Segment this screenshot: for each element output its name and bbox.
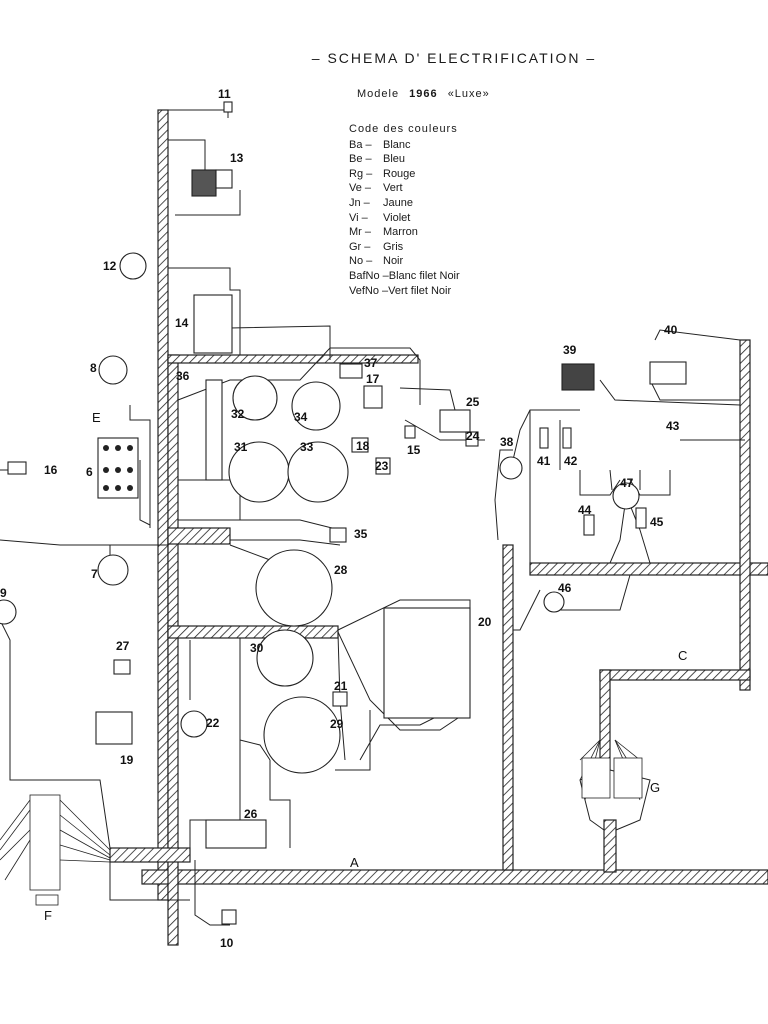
color-code-row: No – Noir [349, 254, 460, 269]
battery-cells [103, 445, 133, 491]
model-year: 1966 [409, 88, 438, 100]
color-code-abbr: Mr – [349, 226, 371, 239]
component-number-10: 10 [220, 936, 234, 950]
color-code-name: Vert filet Noir [388, 284, 452, 297]
component-number-8: 8 [90, 361, 97, 375]
harness-letter-C: C [678, 648, 687, 663]
component-boxes [7, 101, 687, 925]
component-number-23: 23 [375, 459, 389, 473]
harness-letter-A: A [350, 855, 359, 870]
color-code-row: VefNo –Vert filet Noir [349, 284, 460, 299]
component-number-26: 26 [244, 807, 258, 821]
component-number-6: 6 [86, 465, 93, 479]
connector-fan-G [579, 739, 643, 801]
component-number-17: 17 [366, 372, 380, 386]
schematic-title: – SCHEMA D' ELECTRIFICATION – [311, 50, 597, 66]
component-number-20: 20 [478, 615, 492, 629]
component-number-21: 21 [334, 679, 348, 693]
color-code-row: Gr – Gris [349, 240, 460, 255]
color-code-abbr: Ba – [349, 138, 372, 151]
color-code-name: Blanc [383, 138, 411, 151]
component-number-9: 9 [0, 586, 7, 600]
component-number-labels: 6 7 8 9 10 11 12 13 14 15 16 17 18 19 20… [0, 87, 680, 950]
color-code-abbr: No – [349, 255, 373, 268]
color-code-abbr: Gr – [349, 240, 371, 253]
color-code-row: Ba – Blanc [349, 138, 460, 153]
component-number-32: 32 [231, 407, 245, 421]
color-code-row: Mr – Marron [349, 225, 460, 240]
component-number-46: 46 [558, 581, 572, 595]
component-number-30: 30 [250, 641, 264, 655]
color-code-row: Rg – Rouge [349, 167, 460, 182]
component-number-43: 43 [666, 419, 680, 433]
gauge-circles [0, 252, 640, 774]
harness-letter-F: F [44, 908, 52, 923]
component-number-34: 34 [294, 410, 308, 424]
color-code-row: Vi – Violet [349, 211, 460, 226]
color-code-abbr: BafNo – [349, 269, 389, 282]
component-number-40: 40 [664, 323, 678, 337]
color-code-name: Marron [383, 226, 418, 239]
model-trim: «Luxe» [447, 88, 490, 100]
component-number-41: 41 [537, 454, 551, 468]
component-number-35: 35 [354, 527, 368, 541]
component-number-28: 28 [334, 563, 348, 577]
component-number-16: 16 [44, 463, 58, 477]
component-number-33: 33 [300, 440, 314, 454]
component-number-42: 42 [564, 454, 578, 468]
component-number-45: 45 [650, 515, 664, 529]
component-number-24: 24 [466, 429, 480, 443]
color-code-abbr: VefNo – [349, 284, 389, 297]
harness-letter-labels: A C E F G [44, 410, 687, 923]
harness-trunks [109, 109, 768, 946]
color-code-abbr: Jn – [349, 196, 370, 209]
color-code-name: Gris [383, 240, 404, 253]
component-number-19: 19 [120, 753, 134, 767]
color-code-abbr: Rg – [349, 167, 373, 180]
color-code-row: Be – Bleu [349, 152, 460, 167]
color-code-row: BafNo –Blanc filet Noir [349, 269, 460, 284]
model-prefix: Modele [357, 88, 400, 100]
component-number-36: 36 [176, 369, 190, 383]
component-number-14: 14 [175, 316, 189, 330]
component-number-22: 22 [206, 716, 220, 730]
component-number-18: 18 [356, 439, 370, 453]
wire-runs [0, 109, 745, 926]
component-number-29: 29 [330, 717, 344, 731]
model-subtitle: Modele 1966 «Luxe» [357, 88, 490, 100]
component-number-7: 7 [91, 567, 98, 581]
color-code-abbr: Be – [349, 153, 372, 166]
harness-letter-G: G [650, 780, 660, 795]
color-code-name: Noir [383, 255, 404, 268]
connector-fan-F [0, 794, 111, 906]
color-code-abbr: Vi – [349, 211, 368, 224]
color-code-name: Vert [383, 182, 403, 195]
component-number-37: 37 [364, 356, 378, 370]
color-code-legend: Code des couleurs Ba – Blanc Be – Bleu Rg … [349, 122, 460, 298]
component-number-31: 31 [234, 440, 248, 454]
component-number-38: 38 [500, 435, 514, 449]
component-number-13: 13 [230, 151, 244, 165]
color-code-name: Violet [383, 211, 411, 224]
component-number-47: 47 [620, 476, 634, 490]
component-number-11: 11 [218, 87, 231, 101]
color-code-name: Jaune [383, 196, 413, 209]
component-number-27: 27 [116, 639, 130, 653]
color-code-row: Ve – Vert [349, 181, 460, 196]
color-code-name: Rouge [383, 167, 416, 180]
color-code-heading: Code des couleurs [349, 123, 458, 135]
color-code-name: Bleu [383, 153, 406, 166]
component-number-12: 12 [103, 259, 117, 273]
color-code-abbr: Ve – [349, 182, 372, 195]
component-number-25: 25 [466, 395, 480, 409]
harness-letter-E: E [92, 410, 101, 425]
component-number-15: 15 [407, 443, 421, 457]
color-code-name: Blanc filet Noir [388, 269, 460, 282]
component-number-44: 44 [578, 503, 592, 517]
component-number-39: 39 [563, 343, 577, 357]
color-code-row: Jn – Jaune [349, 196, 460, 211]
